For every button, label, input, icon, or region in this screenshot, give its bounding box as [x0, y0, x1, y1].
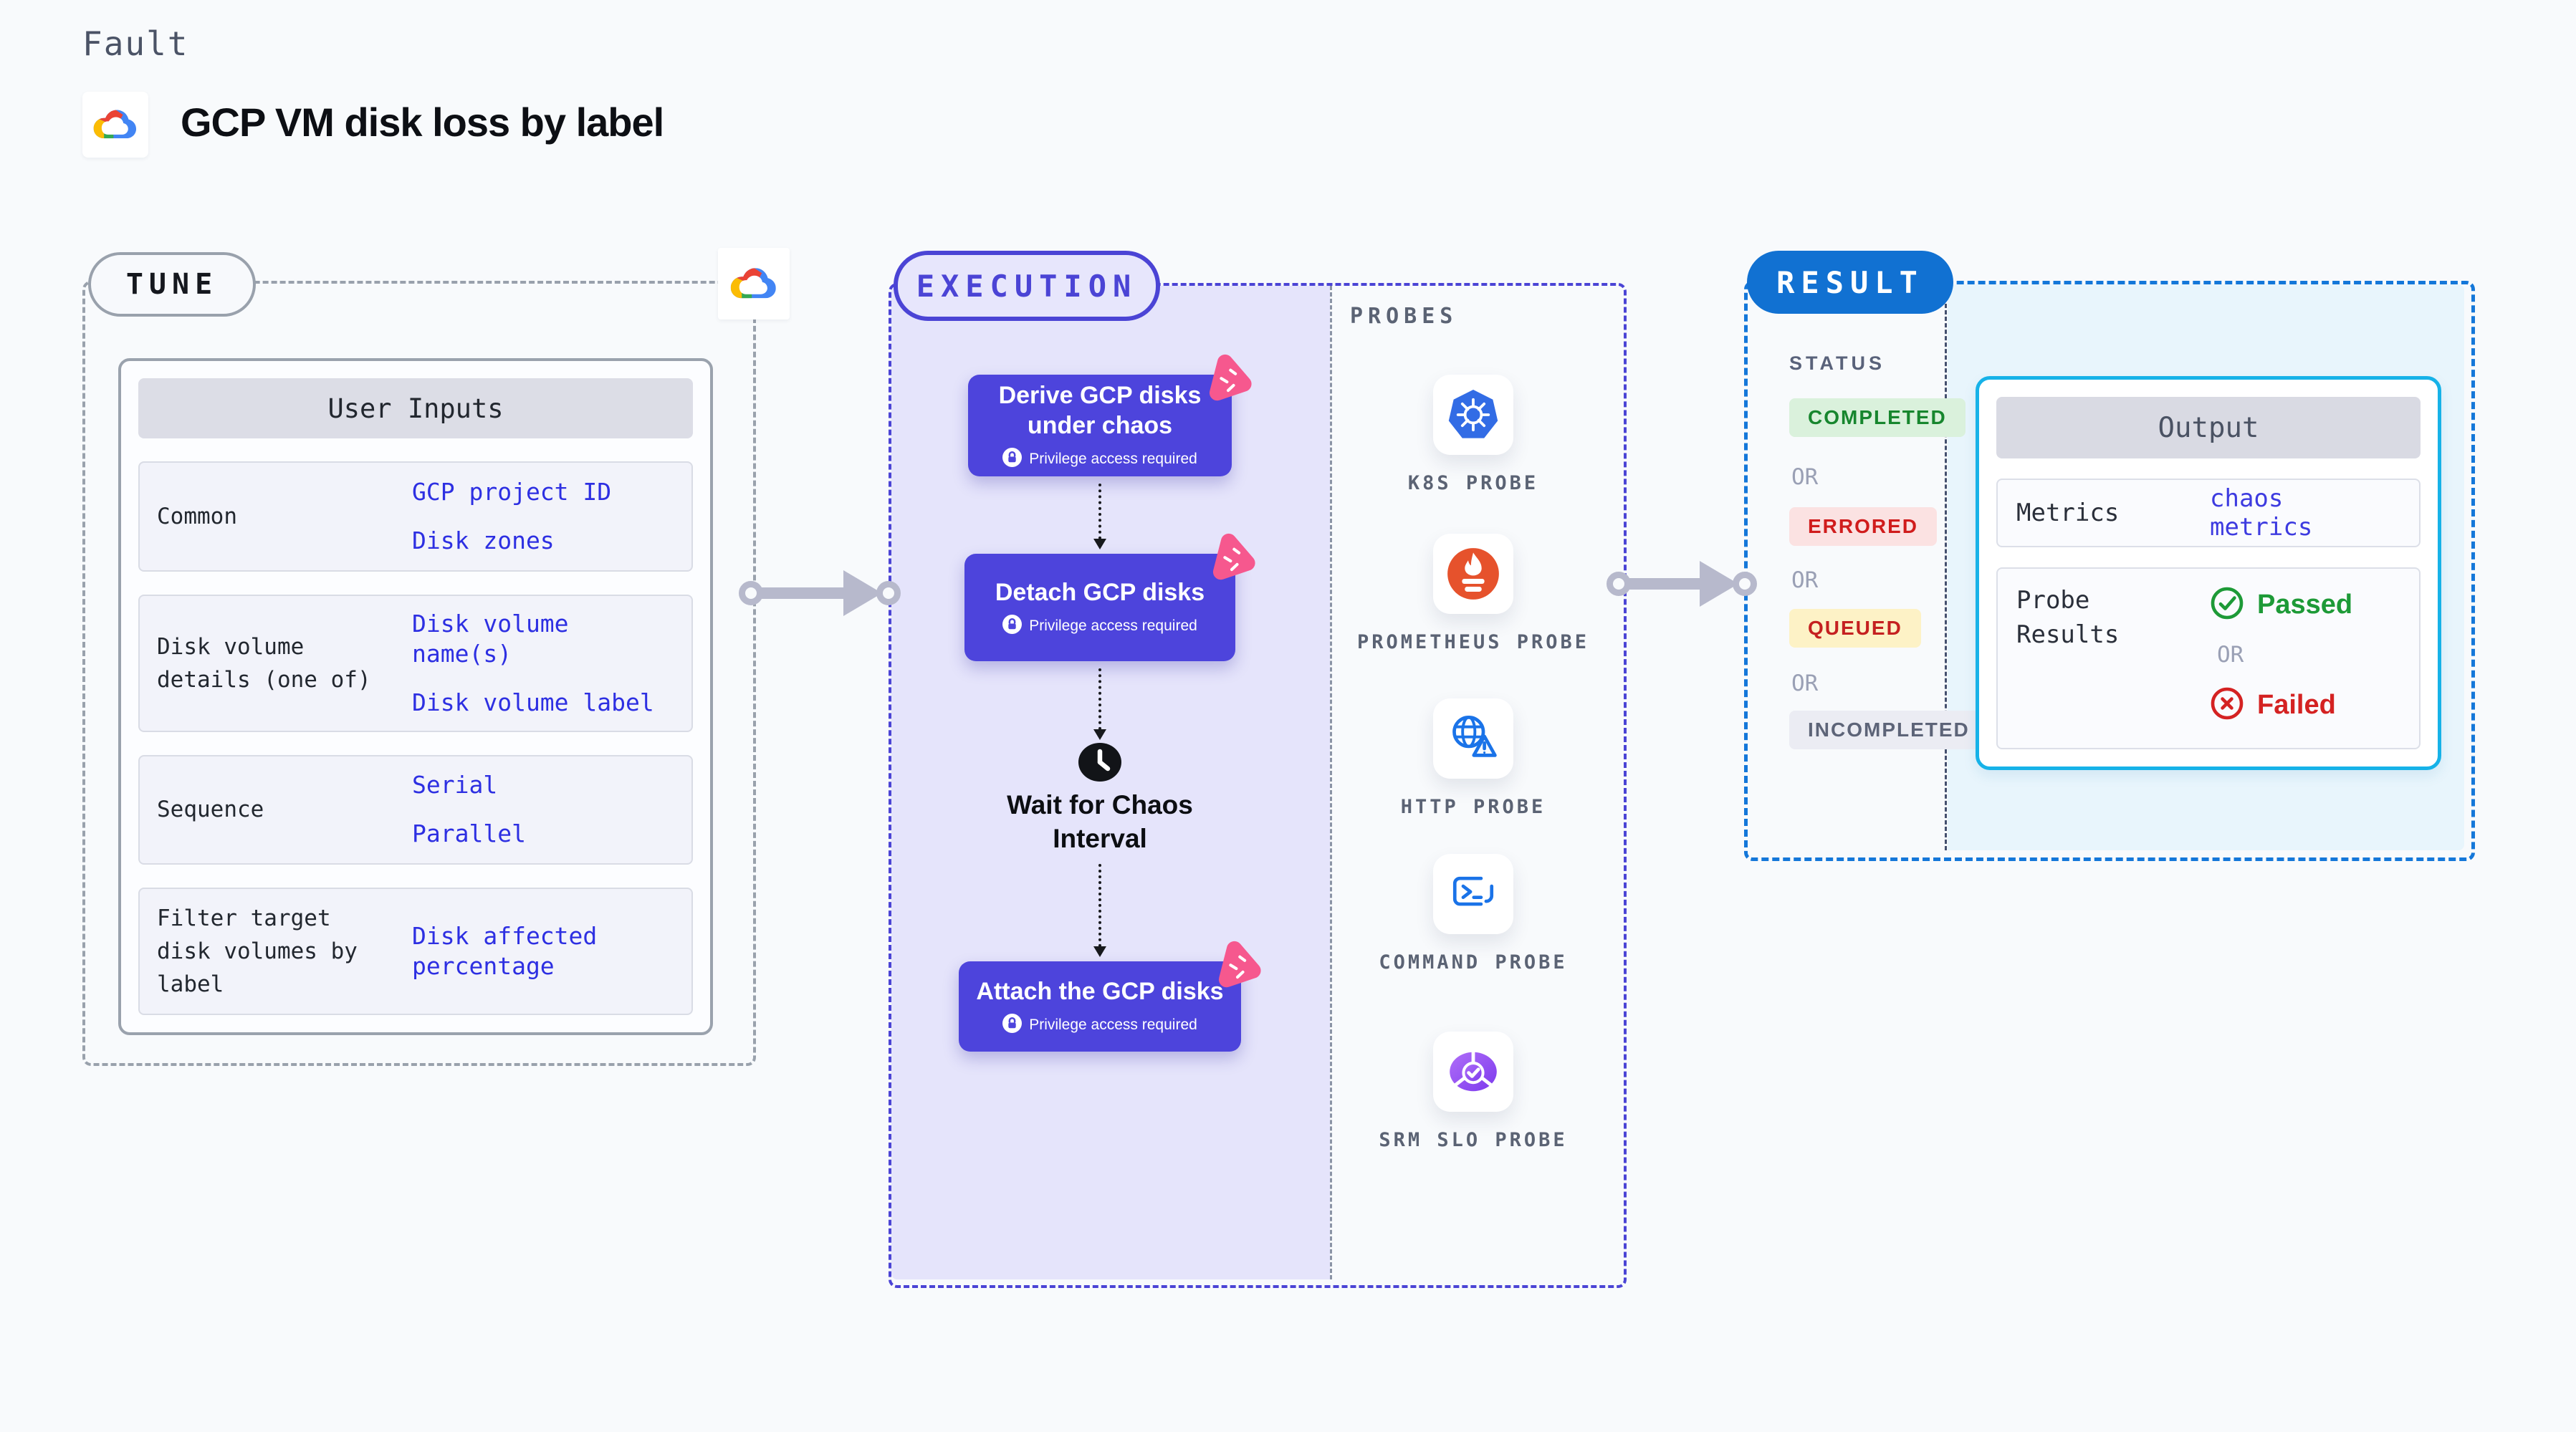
probe-prometheus: PROMETHEUS PROBE [1351, 534, 1595, 657]
metrics-label: Metrics [2016, 499, 2120, 527]
user-inputs-card: User Inputs Common GCP project ID Disk z… [118, 358, 713, 1035]
execution-pill: EXECUTION [894, 251, 1160, 321]
lock-icon [1001, 446, 1023, 471]
tune-to-execution-arrow [739, 567, 901, 619]
probe-name: HTTP PROBE [1400, 796, 1546, 818]
probe-http: HTTP PROBE [1351, 698, 1595, 822]
probes-to-result-arrow [1607, 558, 1757, 610]
input-value: Disk volume label [412, 688, 654, 716]
input-value: Disk zones [412, 526, 555, 554]
or-label: OR [1791, 464, 1819, 490]
metrics-row: Metrics chaos metrics [1996, 479, 2421, 547]
step-title: Derive GCP disks under chaos [998, 382, 1202, 439]
probe-results-row: Probe Results Passed OR Failed [1996, 567, 2421, 749]
tune-region [82, 281, 756, 1066]
probe-command: COMMAND PROBE [1351, 854, 1595, 977]
probe-name: PROMETHEUS PROBE [1356, 631, 1590, 653]
probe-name: K8S PROBE [1407, 472, 1539, 494]
litmus-chaos-icon [1194, 347, 1256, 405]
status-badge-completed: COMPLETED [1789, 398, 1965, 437]
probe-name: SRM SLO PROBE [1379, 1129, 1568, 1151]
flow-arrow-down [1093, 668, 1106, 740]
execution-probes-divider [1330, 286, 1332, 1279]
lock-icon [1001, 1012, 1023, 1037]
fault-eyebrow: Fault [82, 24, 189, 63]
input-row-sequence: Sequence Serial Parallel [138, 754, 693, 865]
tune-pill: TUNE [88, 252, 256, 317]
probe-srm-slo: SRM SLO PROBE [1351, 1032, 1595, 1155]
litmus-chaos-icon [1197, 526, 1260, 585]
clock-icon [1078, 742, 1122, 782]
status-badge-errored: ERRORED [1789, 507, 1938, 546]
probe-name: COMMAND PROBE [1379, 951, 1568, 974]
privilege-chip: Privilege access required [1001, 613, 1197, 638]
privilege-chip: Privilege access required [1001, 446, 1197, 471]
step-detach-gcp-disks: Detach GCP disks Privilege access requir… [964, 554, 1235, 661]
input-row-label: Filter target disk volumes by label [157, 905, 358, 997]
probes-label: PROBES [1350, 304, 1458, 329]
result-inner-divider [1945, 284, 1947, 850]
kubernetes-icon [1433, 375, 1513, 455]
probe-k8s: K8S PROBE [1351, 375, 1595, 498]
metrics-value: chaos metrics [2210, 484, 2313, 542]
srm-slo-icon [1433, 1032, 1513, 1112]
status-badge-incompleted: INCOMPLETED [1789, 711, 1988, 749]
status-badge-queued: QUEUED [1789, 609, 1921, 648]
or-label: OR [2217, 642, 2244, 668]
result-pill: RESULT [1747, 251, 1953, 314]
execution-region [889, 283, 1627, 1288]
privilege-chip: Privilege access required [1001, 1012, 1197, 1037]
probe-results-label: Probe Results [2016, 586, 2120, 649]
flow-arrow-down [1093, 484, 1106, 549]
input-row-label: Disk volume details (one of) [157, 633, 371, 693]
check-circle-icon [2210, 586, 2244, 623]
lock-icon [1001, 613, 1023, 638]
or-label: OR [1791, 567, 1819, 593]
input-row-disk-volume-details: Disk volume details (one of) Disk volume… [138, 594, 693, 732]
litmus-chaos-icon [1203, 933, 1265, 992]
page-title: GCP VM disk loss by label [181, 100, 664, 145]
gcp-cloud-icon [718, 248, 790, 319]
user-inputs-title: User Inputs [138, 378, 693, 438]
gcp-cloud-icon [82, 92, 148, 158]
step-derive-gcp-disks: Derive GCP disks under chaos Privilege a… [968, 375, 1232, 476]
input-row-label: Common [157, 503, 237, 529]
input-row-label: Sequence [157, 797, 264, 823]
prometheus-icon [1433, 534, 1513, 614]
flow-arrow-down [1093, 864, 1106, 957]
output-title: Output [1996, 397, 2421, 458]
terminal-icon [1433, 854, 1513, 934]
passed-label: Passed [2257, 589, 2353, 620]
input-row-common: Common GCP project ID Disk zones [138, 461, 693, 572]
input-row-filter-label: Filter target disk volumes by label Disk… [138, 888, 693, 1015]
privilege-chip-label: Privilege access required [1029, 451, 1197, 467]
failed-label: Failed [2257, 689, 2336, 720]
step-title: Attach the GCP disks [976, 978, 1224, 1005]
result-region [1744, 281, 2475, 861]
input-value: Disk volume name(s) [412, 609, 569, 668]
http-globe-warning-icon [1433, 698, 1513, 779]
output-card: Output Metrics chaos metrics Probe Resul… [1976, 376, 2441, 770]
privilege-chip-label: Privilege access required [1029, 1017, 1197, 1033]
status-label: STATUS [1789, 352, 1885, 374]
step-title: Detach GCP disks [995, 579, 1205, 606]
input-value: GCP project ID [412, 477, 612, 506]
input-value: Disk affected percentage [412, 922, 598, 980]
probe-result-passed: Passed [2210, 586, 2352, 623]
probe-result-failed: Failed [2210, 686, 2352, 724]
or-label: OR [1791, 671, 1819, 696]
input-value: Parallel [412, 820, 526, 848]
step-attach-gcp-disks: Attach the GCP disks Privilege access re… [959, 961, 1241, 1052]
wait-for-chaos-interval-label: Wait for Chaos Interval [1007, 790, 1193, 853]
x-circle-icon [2210, 686, 2244, 724]
privilege-chip-label: Privilege access required [1029, 618, 1197, 634]
input-value: Serial [412, 771, 498, 799]
